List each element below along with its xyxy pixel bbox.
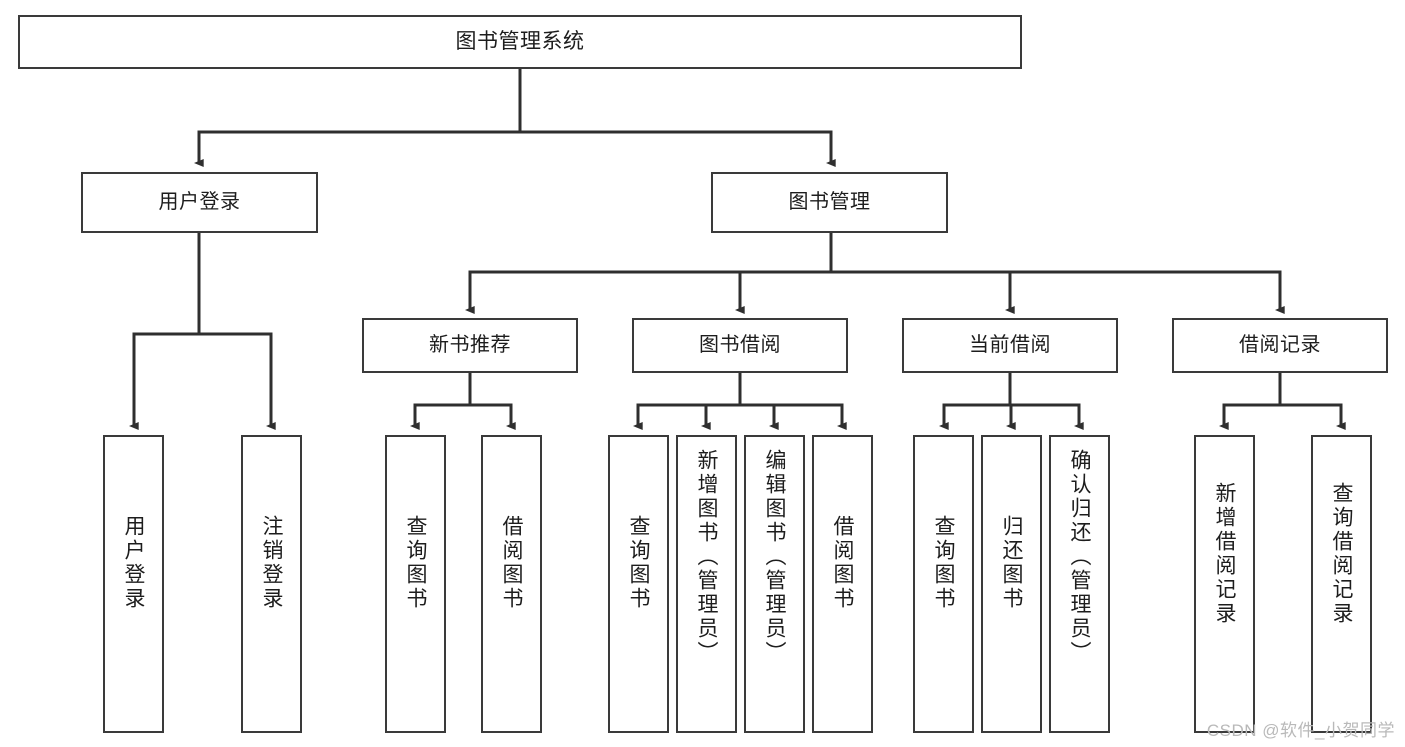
node-label: 当前借阅 bbox=[969, 333, 1051, 356]
node-new-book-recommend[interactable]: 新书推荐 bbox=[362, 318, 578, 373]
node-label: 用户登录 bbox=[158, 190, 241, 213]
node-label: 归还图书 bbox=[1000, 515, 1023, 611]
csdn-watermark: CSDN @软件_小贺同学 bbox=[1206, 721, 1395, 740]
node-label: 确认归还（管理员） bbox=[1068, 449, 1091, 665]
node-label: 编辑图书（管理员） bbox=[763, 449, 786, 665]
node-leaf-query-borrow-record[interactable]: 查询借阅记录 bbox=[1311, 435, 1372, 733]
node-leaf-confirm-return-admin[interactable]: 确认归还（管理员） bbox=[1049, 435, 1110, 733]
node-label: 查询借阅记录 bbox=[1330, 482, 1353, 626]
node-label: 用户登录 bbox=[122, 515, 145, 611]
node-label: 新增图书（管理员） bbox=[695, 449, 718, 665]
node-label: 注销登录 bbox=[260, 515, 283, 611]
node-label: 借阅图书 bbox=[831, 515, 854, 611]
node-leaf-return-book[interactable]: 归还图书 bbox=[981, 435, 1042, 733]
node-leaf-query-book-recommend[interactable]: 查询图书 bbox=[385, 435, 446, 733]
node-label: 查询图书 bbox=[404, 515, 427, 611]
node-label: 图书借阅 bbox=[699, 333, 781, 356]
node-leaf-query-book-borrow[interactable]: 查询图书 bbox=[608, 435, 669, 733]
node-leaf-logout[interactable]: 注销登录 bbox=[241, 435, 302, 733]
node-leaf-query-book-current[interactable]: 查询图书 bbox=[913, 435, 974, 733]
node-root-book-management-system[interactable]: 图书管理系统 bbox=[18, 15, 1022, 69]
node-user-login[interactable]: 用户登录 bbox=[81, 172, 318, 233]
node-book-borrow[interactable]: 图书借阅 bbox=[632, 318, 848, 373]
node-leaf-add-book-admin[interactable]: 新增图书（管理员） bbox=[676, 435, 737, 733]
node-leaf-borrow-book[interactable]: 借阅图书 bbox=[812, 435, 873, 733]
node-borrow-record[interactable]: 借阅记录 bbox=[1172, 318, 1388, 373]
node-label: 新书推荐 bbox=[429, 333, 511, 356]
node-leaf-add-borrow-record[interactable]: 新增借阅记录 bbox=[1194, 435, 1255, 733]
node-label: 借阅图书 bbox=[500, 515, 523, 611]
node-label: 查询图书 bbox=[627, 515, 650, 611]
node-leaf-edit-book-admin[interactable]: 编辑图书（管理员） bbox=[744, 435, 805, 733]
node-leaf-user-login[interactable]: 用户登录 bbox=[103, 435, 164, 733]
node-label: 图书管理系统 bbox=[455, 29, 585, 53]
node-label: 新增借阅记录 bbox=[1213, 482, 1236, 626]
node-leaf-borrow-book-recommend[interactable]: 借阅图书 bbox=[481, 435, 542, 733]
node-current-borrow[interactable]: 当前借阅 bbox=[902, 318, 1118, 373]
node-label: 借阅记录 bbox=[1239, 333, 1321, 356]
node-label: 查询图书 bbox=[932, 515, 955, 611]
node-label: 图书管理 bbox=[788, 190, 871, 213]
node-book-management[interactable]: 图书管理 bbox=[711, 172, 948, 233]
